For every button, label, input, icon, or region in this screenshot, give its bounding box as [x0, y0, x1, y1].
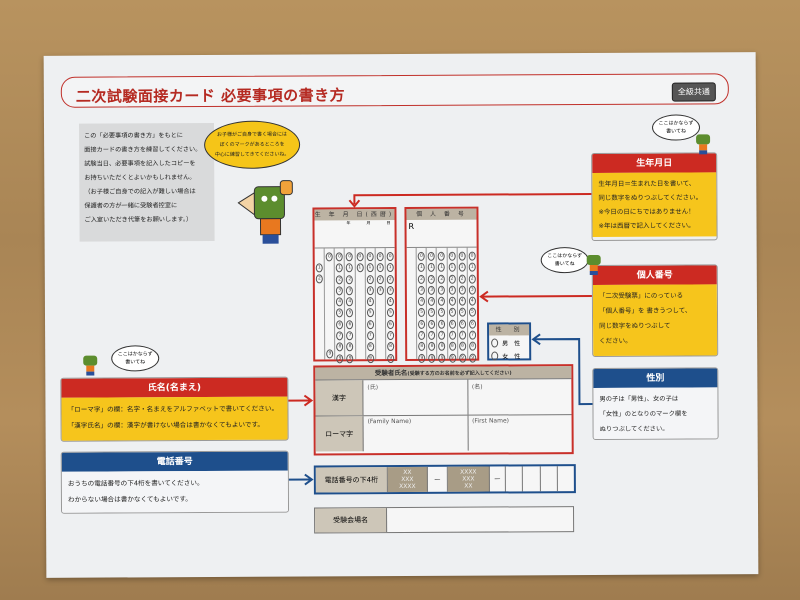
arrow-gender [534, 338, 593, 406]
mascot-icon [83, 355, 98, 376]
mascot-icon [586, 254, 601, 276]
arrow-birthdate [353, 193, 592, 205]
connector-arrows [288, 193, 593, 486]
pencil-mascot-icon [237, 180, 293, 244]
mascot-icon [696, 134, 711, 155]
arrow-personal-number [481, 295, 592, 298]
interview-card-sheet: 二次試験面接カード 必要事項の書き方 全級共通 この「必要事項の書き方」をもとに… [43, 52, 759, 578]
